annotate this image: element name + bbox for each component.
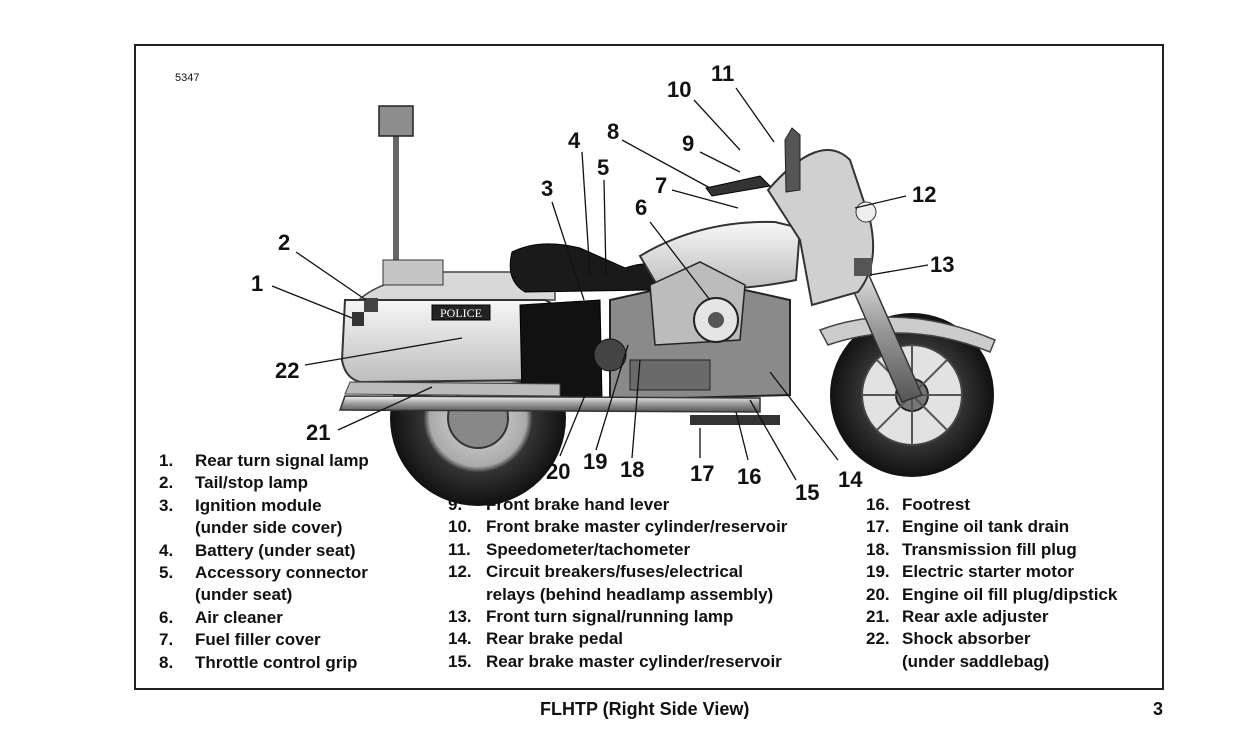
callout-21: 21: [306, 420, 331, 445]
legend-text: Ignition module: [195, 495, 322, 515]
legend-num: 7.: [159, 630, 174, 650]
legend-text: Rear brake pedal: [486, 629, 624, 649]
callout-10: 10: [667, 77, 692, 102]
legend-text: Transmission fill plug: [902, 539, 1077, 559]
callout-18: 18: [620, 457, 645, 482]
callout-16: 16: [737, 464, 762, 489]
legend-text: Rear turn signal lamp: [195, 451, 369, 470]
callout-8: 8: [607, 119, 620, 144]
legend-text: Front turn signal/running lamp: [486, 607, 734, 627]
callout-11: 11: [711, 61, 735, 86]
front-signal: [854, 258, 872, 276]
callout-19: 19: [583, 449, 608, 474]
callout-9: 9: [682, 131, 695, 156]
legend-column-3: 16. Footrest 17. Engine oil tank drain 18.…: [866, 494, 1117, 673]
legend-text: Front brake master cylinder/reservoir: [486, 517, 788, 537]
legend-num: 17.: [866, 517, 890, 537]
legend-num: 18.: [866, 539, 890, 559]
legend-num: 9.: [448, 495, 463, 514]
callout-17: 17: [690, 461, 715, 486]
callout-15: 15: [795, 480, 820, 505]
legend-num: 10.: [448, 517, 472, 537]
legend-num: 2.: [159, 473, 174, 493]
legend-text: (under seat): [195, 585, 293, 605]
callout-6: 6: [635, 195, 648, 220]
legend-text: Battery (under seat): [195, 540, 356, 560]
legend-text: (under side cover): [195, 518, 343, 538]
lower-pipe: [344, 381, 561, 397]
legend-text: Throttle control grip: [195, 652, 358, 672]
legend-text: Tail/stop lamp: [195, 473, 309, 493]
legend-num: 22.: [866, 629, 890, 649]
legend-num: 5.: [159, 563, 174, 583]
figure-frame: [134, 44, 1164, 690]
legend-text: Engine oil tank drain: [902, 517, 1070, 537]
police-light: [378, 105, 444, 286]
legend-num: 15.: [448, 651, 472, 671]
tail-lamp: [364, 298, 378, 312]
legend-text: Rear brake master cylinder/reservoir: [486, 651, 782, 671]
callout-1: 1: [251, 271, 264, 296]
legend-column-2: 9. Front brake hand lever 10. Front brake …: [448, 494, 787, 673]
legend-text: relays (behind headlamp assembly): [486, 584, 774, 604]
legend-text: Fuel filler cover: [195, 630, 321, 650]
callout-3: 3: [541, 176, 554, 201]
legend-num: 16.: [866, 495, 890, 514]
legend-num: 13.: [448, 607, 472, 627]
legend-num: 11.: [448, 539, 471, 559]
legend-text: (under saddlebag): [902, 651, 1050, 671]
callout-2: 2: [278, 230, 291, 255]
page-number: 3: [1153, 699, 1164, 719]
legend-text: Rear axle adjuster: [902, 607, 1049, 627]
legend-text: Shock absorber: [902, 629, 1031, 649]
legend-num: 12.: [448, 562, 472, 582]
legend-num: 20.: [866, 584, 890, 604]
legend-num: 14.: [448, 629, 472, 649]
engine: [593, 261, 791, 402]
seat: [509, 243, 661, 293]
legend-text: Air cleaner: [195, 607, 283, 627]
legend-num: 4.: [159, 540, 174, 560]
callout-12: 12: [912, 182, 937, 207]
leader-lines: [271, 87, 929, 481]
legend-text: Accessory connector: [195, 563, 368, 583]
callout-4: 4: [568, 128, 581, 153]
exhaust-pipe: [338, 395, 761, 413]
legend-num: 6.: [159, 607, 174, 627]
legend-text: Engine oil fill plug/dipstick: [902, 584, 1118, 604]
callout-22: 22: [275, 358, 300, 383]
police-badge: POLICE: [440, 306, 482, 320]
legend-text: Footrest: [902, 495, 970, 514]
rear-turn-signal: [352, 312, 364, 326]
callout-5: 5: [597, 155, 610, 180]
figure-id: 5347: [175, 72, 200, 84]
legend-text: Front brake hand lever: [486, 495, 670, 514]
windshield: [784, 127, 801, 193]
figure-caption: FLHTP (Right Side View): [540, 699, 750, 719]
floorboard: [690, 415, 780, 425]
callout-14: 14: [838, 467, 863, 492]
legend-text: Circuit breakers/fuses/electrical: [486, 562, 744, 582]
legend-num: 8.: [159, 652, 174, 672]
callout-20: 20: [546, 459, 571, 484]
callout-13: 13: [930, 252, 955, 277]
legend-num: 19.: [866, 562, 890, 582]
legend-text: Speedometer/tachometer: [486, 539, 691, 559]
legend-num: 21.: [866, 607, 890, 627]
legend-column-1: 1. Rear turn signal lamp 2. Tail/stop lamp…: [159, 450, 369, 674]
legend-num: 3.: [159, 495, 174, 515]
legend-text: Electric starter motor: [902, 562, 1074, 582]
callout-7: 7: [655, 173, 668, 198]
handlebar: [705, 175, 772, 197]
legend-num: 1.: [159, 451, 174, 470]
